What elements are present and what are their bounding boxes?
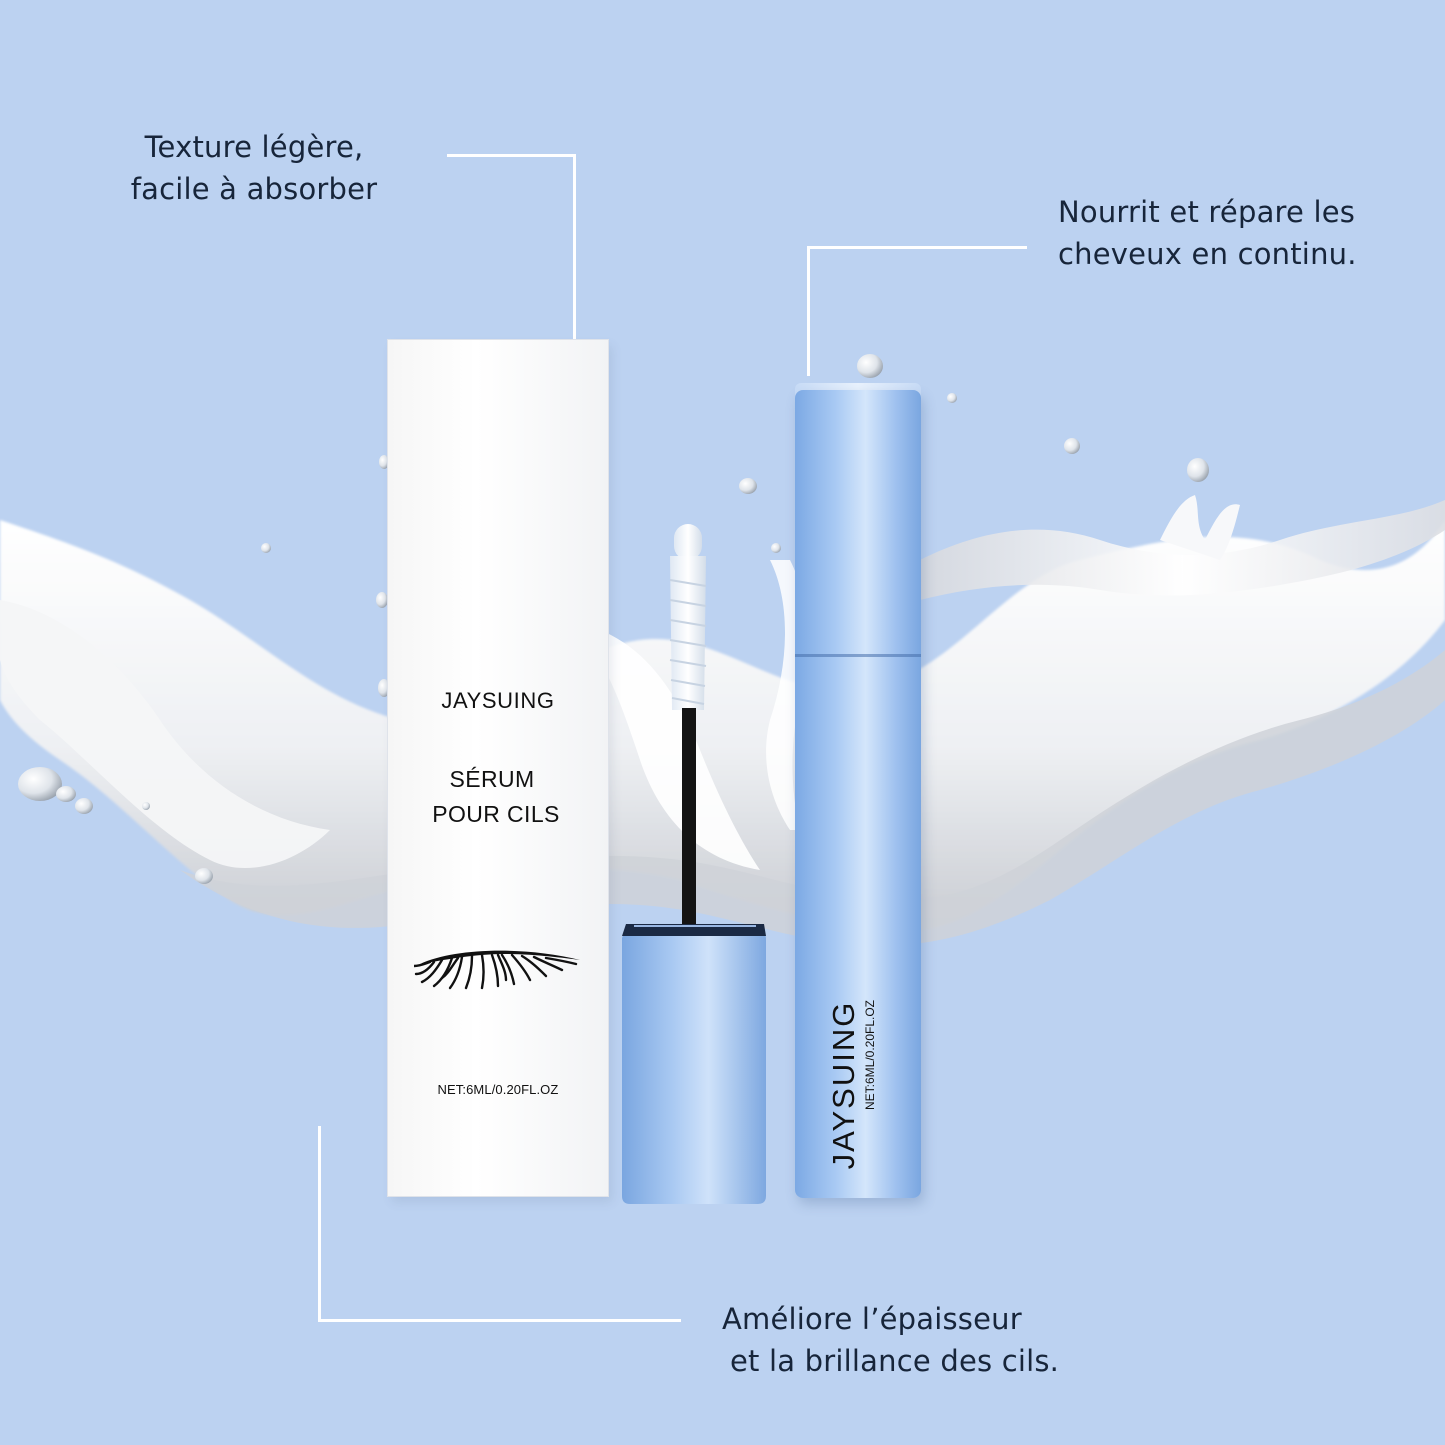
callout-texture: Texture légère, facile à absorber xyxy=(0,126,508,210)
connector-top-right-horizontal xyxy=(807,246,1027,249)
callout-texture-line1: Texture légère, xyxy=(144,130,364,164)
box-product-line2: POUR CILS xyxy=(432,801,560,827)
callout-thickness-line1: Améliore l’épaisseur xyxy=(722,1302,1022,1336)
callout-thickness-line2: et la brillance des cils. xyxy=(730,1344,1060,1378)
milk-arc-center xyxy=(560,620,760,870)
mascara-wand xyxy=(622,524,766,1204)
tube-net-volume: NET:6ML/0.20FL.OZ xyxy=(863,999,877,1111)
connector-top-left-horizontal xyxy=(447,154,576,157)
milk-wave-ridge xyxy=(920,500,1445,600)
callout-nourish: Nourrit et répare les cheveux en continu… xyxy=(1058,191,1357,275)
box-product-line1: SÉRUM xyxy=(449,766,535,792)
callout-nourish-line1: Nourrit et répare les xyxy=(1058,195,1356,229)
callout-texture-line2: facile à absorber xyxy=(130,172,378,206)
connector-top-left-vertical xyxy=(573,154,576,340)
box-net-volume: NET:6ML/0.20FL.OZ xyxy=(437,1082,559,1097)
milk-droplets xyxy=(18,354,1209,884)
product-box xyxy=(388,340,608,1196)
box-brand-name: JAYSUING xyxy=(441,688,555,713)
tube-brand-name: JAYSUING xyxy=(826,1000,861,1170)
callout-nourish-line2: cheveux en continu. xyxy=(1058,237,1357,271)
connector-top-right-vertical xyxy=(807,246,810,376)
milk-splash-crown xyxy=(1160,495,1240,560)
callout-thickness: Améliore l’épaisseur et la brillance des… xyxy=(722,1298,1059,1382)
connector-bottom-horizontal xyxy=(318,1319,681,1322)
box-product-name: SÉRUM POUR CILS xyxy=(386,762,606,832)
connector-bottom-vertical xyxy=(318,1126,321,1322)
milk-curl-left xyxy=(0,600,330,869)
serum-tube xyxy=(795,390,921,1198)
eyelash-icon xyxy=(414,950,580,990)
